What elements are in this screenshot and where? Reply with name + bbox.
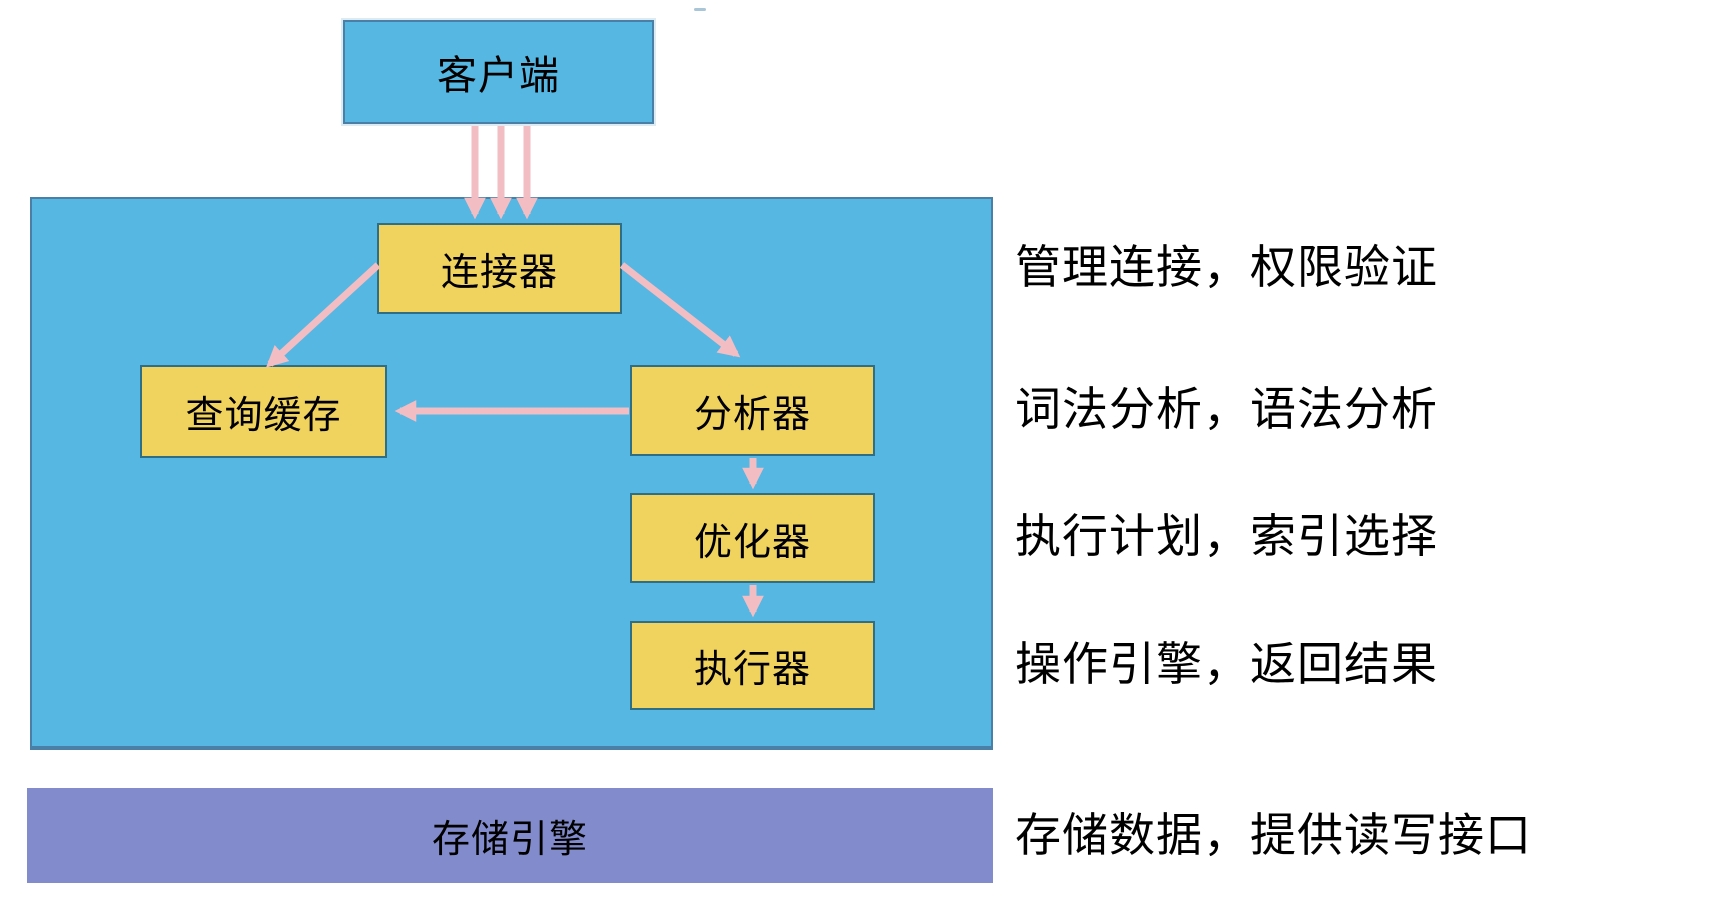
node-optimizer: 优化器 [630,493,875,583]
node-analyzer-label: 分析器 [693,392,811,436]
node-executor: 执行器 [630,621,875,710]
node-client-label: 客户端 [437,53,560,99]
node-connector: 连接器 [377,223,622,314]
node-query-cache: 查询缓存 [140,365,387,458]
annotation-executor: 操作引擎，返回结果 [1015,637,1438,691]
annotation-connector: 管理连接，权限验证 [1015,240,1438,294]
node-analyzer: 分析器 [630,365,875,456]
node-connector-label: 连接器 [440,250,558,294]
node-storage-engine-label: 存储引擎 [431,817,588,861]
annotation-optimizer: 执行计划，索引选择 [1015,509,1438,563]
node-client: 客户端 [343,20,654,124]
stray-mark [694,8,706,11]
annotation-analyzer: 词法分析，语法分析 [1015,382,1438,436]
node-executor-label: 执行器 [693,647,811,691]
node-optimizer-label: 优化器 [693,519,811,564]
annotation-storage-engine: 存储数据，提供读写接口 [1015,808,1532,862]
node-storage-engine: 存储引擎 [27,788,993,883]
node-query-cache-label: 查询缓存 [185,393,342,437]
